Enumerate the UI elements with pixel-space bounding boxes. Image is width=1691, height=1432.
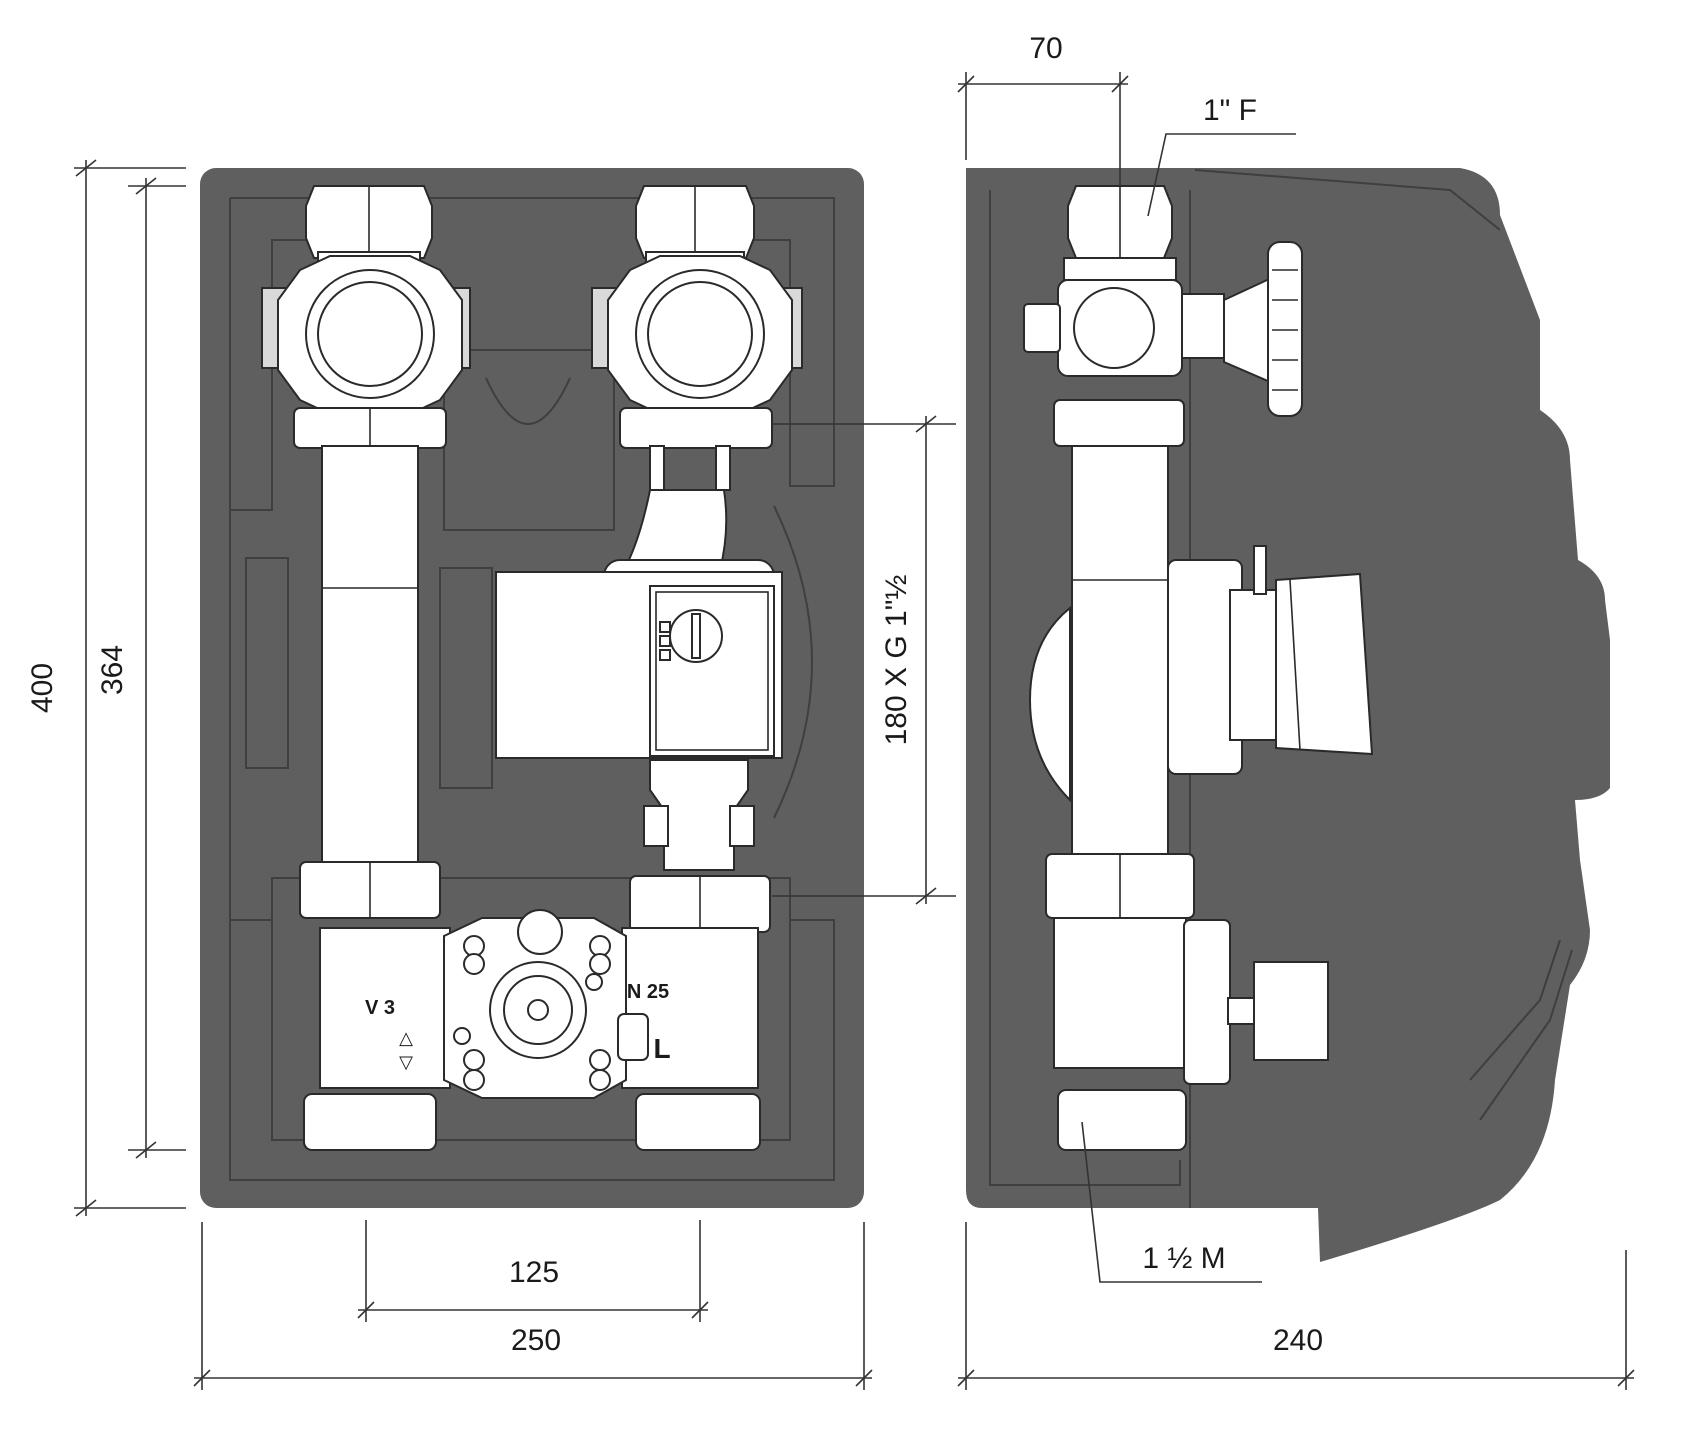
left-pipe-assembly xyxy=(261,185,471,919)
dim-400-tick-bottom xyxy=(75,1199,97,1217)
dim-pump-length: 180 X G 1"½ xyxy=(880,575,913,746)
valve-bolt-5 xyxy=(463,1049,485,1071)
side-top-contour xyxy=(1194,169,1501,231)
side-actuator-shaft xyxy=(1227,997,1257,1025)
side-recess-outline xyxy=(989,190,1181,1186)
side-valve-lower-body xyxy=(1053,917,1187,1069)
valve-bolt-7 xyxy=(589,1049,611,1071)
dim-depth-side: 240 xyxy=(1273,1324,1323,1357)
valve-bolt-10 xyxy=(585,973,603,991)
right-ball-valve-cap xyxy=(647,281,753,387)
side-pump-mid xyxy=(1229,589,1281,741)
side-view xyxy=(966,168,1610,1262)
front-recess-arc xyxy=(485,377,571,425)
valve-l-plate xyxy=(617,1013,649,1061)
side-lower-nut xyxy=(1053,399,1185,447)
pump-outlet-wing-right xyxy=(729,805,755,847)
right-sensor-stub-right xyxy=(715,445,731,491)
mixing-valve-block: V 3 △ ▽ N 25 L xyxy=(303,909,761,1151)
right-pipe-assembly xyxy=(495,185,803,933)
label-bottom-connection: 1 ½ M xyxy=(1142,1242,1225,1275)
valve-bolt-9 xyxy=(453,1027,471,1045)
dim-height-inner: 364 xyxy=(96,645,129,695)
left-valve-body xyxy=(319,927,451,1089)
dim-125-tick-left xyxy=(357,1301,375,1319)
dimension-lines: 400 364 125 250 240 70 xyxy=(26,32,1635,1390)
side-bottom-contour-1 xyxy=(1469,939,1561,1081)
side-bottom-connector xyxy=(1057,1089,1187,1151)
pump-terminal-box xyxy=(649,585,775,757)
valve-dn25-label: N 25 xyxy=(627,981,669,1003)
pump-terminal-box-inner xyxy=(655,591,769,751)
dim-70-tick-right xyxy=(1111,75,1129,93)
side-actuator-plate xyxy=(1183,919,1231,1085)
dim-364-tick-top xyxy=(135,177,157,195)
front-recess-slot-left xyxy=(245,557,289,769)
left-pipe xyxy=(321,445,419,871)
dim-180-tick-bottom xyxy=(915,887,937,905)
pump-speed-selector-slot xyxy=(691,613,701,659)
mixing-valve-screw xyxy=(527,999,549,1021)
valve-v3-label: V 3 xyxy=(365,997,395,1019)
front-view: V 3 △ ▽ N 25 L xyxy=(200,168,864,1208)
dim-250-tick-right xyxy=(855,1369,873,1387)
side-pump-motor xyxy=(1275,572,1374,756)
left-bottom-connector xyxy=(303,1093,437,1151)
dim-pipe-spacing: 125 xyxy=(509,1256,559,1289)
pump-indicator-2 xyxy=(659,635,671,647)
side-pump-motor-line xyxy=(1289,579,1301,751)
pump-outlet-housing xyxy=(649,759,749,871)
front-recess-valve xyxy=(271,877,791,1141)
dim-125-tick-right xyxy=(691,1301,709,1319)
valve-bolt-4 xyxy=(589,953,611,975)
pump-outlet-wing-left xyxy=(643,805,669,847)
side-pump-volute xyxy=(1028,605,1071,803)
mixing-valve-top-knob xyxy=(517,909,563,955)
dim-width-front: 250 xyxy=(511,1324,561,1357)
dim-height-total: 400 xyxy=(26,663,59,713)
front-pump-arc xyxy=(773,505,813,819)
pump-indicator-3 xyxy=(659,649,671,661)
side-valve-stub xyxy=(1023,303,1061,353)
dim-400-tick-top xyxy=(75,159,97,177)
valve-arrow-up-icon: △ xyxy=(399,1028,413,1048)
side-top-neck xyxy=(1063,257,1177,281)
right-bottom-connector xyxy=(635,1093,761,1151)
dim-180-tick-top xyxy=(915,415,937,433)
side-actuator-box xyxy=(1253,961,1329,1061)
left-ball-valve-cap xyxy=(317,281,423,387)
valve-bolt-2 xyxy=(463,953,485,975)
side-pipe-assembly xyxy=(1023,185,1374,1151)
leader-top-connection xyxy=(1147,133,1296,217)
dim-364-tick-bottom xyxy=(135,1141,157,1159)
dim-250-tick-left xyxy=(193,1369,211,1387)
side-pipe xyxy=(1071,445,1169,859)
label-top-connection: 1" F xyxy=(1203,94,1257,127)
dim-240-tick-right xyxy=(1617,1369,1635,1387)
side-bottom-contour-2 xyxy=(1479,949,1573,1121)
right-valve-body xyxy=(621,927,759,1089)
pump-indicator-1 xyxy=(659,621,671,633)
leader-bottom-connection xyxy=(1081,1121,1262,1283)
side-pump-vent xyxy=(1253,545,1267,595)
valve-arrow-down-icon: ▽ xyxy=(399,1052,413,1072)
dim-240-tick-left xyxy=(957,1369,975,1387)
valve-l-label: L xyxy=(653,1033,670,1064)
side-handle-neck xyxy=(1181,293,1225,359)
side-handle-wheel xyxy=(1267,241,1303,417)
dim-connection-offset: 70 xyxy=(1029,32,1062,65)
valve-bolt-8 xyxy=(589,1069,611,1091)
right-sensor-stub-left xyxy=(649,445,665,491)
valve-bolt-6 xyxy=(463,1069,485,1091)
dim-70-tick-left xyxy=(957,75,975,93)
side-valve-ball xyxy=(1073,287,1155,369)
front-recess-slot-mid xyxy=(439,567,493,789)
right-lower-nut xyxy=(619,407,773,449)
